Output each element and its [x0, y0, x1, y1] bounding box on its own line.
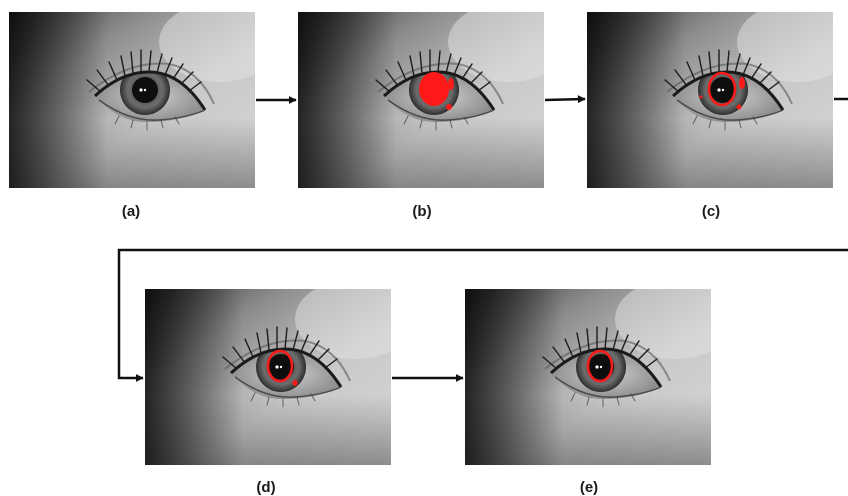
- arrow-b-to-c: [545, 99, 585, 100]
- arrow-c-to-d-return-path: [119, 250, 848, 378]
